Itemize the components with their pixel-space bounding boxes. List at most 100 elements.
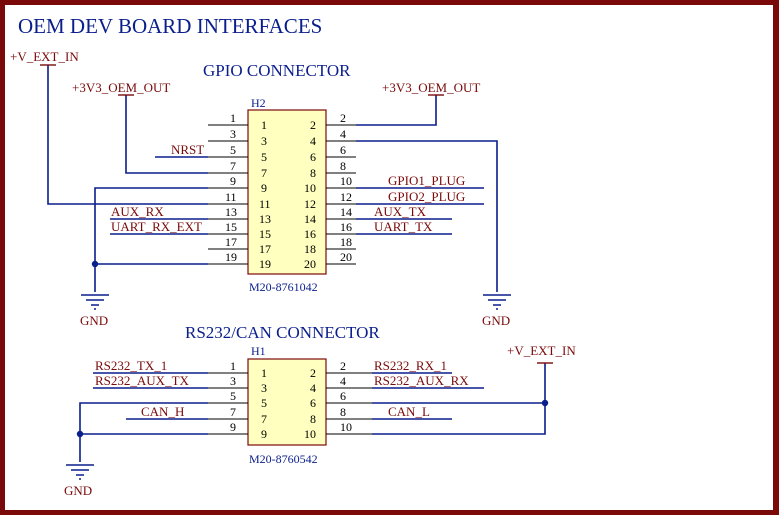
gpio-inner-pin-number: 15 xyxy=(259,227,271,241)
rs232-pin-number: 8 xyxy=(340,405,346,419)
gpio-pin-number: 8 xyxy=(340,159,346,173)
rs232-part-number: M20-8760542 xyxy=(249,452,318,466)
rs232-designator: H1 xyxy=(251,344,266,358)
rs232-inner-pin-number: 1 xyxy=(261,366,267,380)
net-label-gpio2-plug: GPIO2_PLUG xyxy=(388,189,465,204)
gpio-pin-number: 20 xyxy=(340,250,352,264)
wire-v-ext-in xyxy=(47,65,208,205)
rs232-outer-pin-numbers: 1 3 5 7 9 2 4 6 8 10 xyxy=(230,359,352,434)
gpio-pin-number: 1 xyxy=(230,111,236,125)
rs232-pin-number: 2 xyxy=(340,359,346,373)
rs232-inner-pin-number: 3 xyxy=(261,381,267,395)
gpio-inner-pin-number: 2 xyxy=(310,118,316,132)
gnd-symbol-rs232 xyxy=(66,464,94,480)
gpio-inner-pin-number: 12 xyxy=(304,197,316,211)
rs232-inner-pin-number: 7 xyxy=(261,412,267,426)
gpio-inner-pin-number: 20 xyxy=(304,257,316,271)
gpio-inner-pin-number: 18 xyxy=(304,242,316,256)
gpio-pin-number: 15 xyxy=(225,220,237,234)
net-label-aux-tx: AUX_TX xyxy=(374,204,427,219)
gpio-pin-number: 12 xyxy=(340,190,352,204)
junction-dot xyxy=(76,430,84,438)
gpio-inner-pin-number: 7 xyxy=(261,166,267,180)
gpio-inner-pin-numbers: 1 3 5 7 9 11 13 15 17 19 2 4 6 8 10 12 1… xyxy=(259,118,316,271)
net-label-gpio1-plug: GPIO1_PLUG xyxy=(388,173,465,188)
gpio-inner-pin-number: 17 xyxy=(259,242,271,256)
gpio-inner-pin-number: 8 xyxy=(310,166,316,180)
rs232-connector-title: RS232/CAN CONNECTOR xyxy=(185,323,380,342)
gpio-pin-number: 10 xyxy=(340,174,352,188)
junction-dot xyxy=(541,399,549,407)
rs232-right-pin-stubs xyxy=(326,372,372,435)
gpio-part-number: M20-8761042 xyxy=(249,280,318,294)
page-title: OEM DEV BOARD INTERFACES xyxy=(18,14,322,38)
rs232-inner-pin-number: 9 xyxy=(261,427,267,441)
gpio-inner-pin-number: 19 xyxy=(259,257,271,271)
power-label-v-ext-in: +V_EXT_IN xyxy=(10,49,79,64)
gpio-connector-title: GPIO CONNECTOR xyxy=(203,61,351,80)
gpio-inner-pin-number: 11 xyxy=(259,197,271,211)
rs232-connector: H1 M20-8760542 1 3 5 7 9 2 4 6 8 10 xyxy=(64,343,576,498)
net-label-rs232-aux-rx: RS232_AUX_RX xyxy=(374,373,469,388)
gpio-inner-pin-number: 13 xyxy=(259,212,271,226)
net-label-nrst: NRST xyxy=(171,142,204,157)
wire-gnd-right xyxy=(356,140,498,292)
power-label-3v3-left: +3V3_OEM_OUT xyxy=(72,80,170,95)
gpio-pin-number: 16 xyxy=(340,220,352,234)
rs232-pin-number: 6 xyxy=(340,389,346,403)
rs232-inner-pin-number: 8 xyxy=(310,412,316,426)
wire-gnd-left xyxy=(94,187,208,292)
gpio-pin-number: 2 xyxy=(340,111,346,125)
gpio-connector: H2 M20-8761042 xyxy=(10,49,511,328)
gpio-inner-pin-number: 14 xyxy=(304,212,316,226)
net-label-uart-rx-ext: UART_RX_EXT xyxy=(111,219,202,234)
gpio-pin-number: 18 xyxy=(340,235,352,249)
gpio-pin-number: 9 xyxy=(230,174,236,188)
gpio-inner-pin-number: 1 xyxy=(261,118,267,132)
gpio-wires xyxy=(47,65,498,292)
net-label-can-l: CAN_L xyxy=(388,404,430,419)
rs232-pin-number: 3 xyxy=(230,374,236,388)
rs232-pin-number: 1 xyxy=(230,359,236,373)
rs232-connector-body xyxy=(247,358,327,446)
rs232-pin-number: 10 xyxy=(340,420,352,434)
rs232-left-pin-stubs xyxy=(208,372,248,435)
rs232-inner-pin-number: 2 xyxy=(310,366,316,380)
rs232-pin-number: 5 xyxy=(230,389,236,403)
gpio-pin-number: 11 xyxy=(225,190,237,204)
gnd-symbol-left xyxy=(81,294,109,310)
rs232-pin-number: 4 xyxy=(340,374,346,388)
gpio-pin-number: 6 xyxy=(340,143,346,157)
gpio-right-pin-stubs xyxy=(326,124,356,265)
net-label-rs232-tx-1: RS232_TX_1 xyxy=(95,358,167,373)
gpio-inner-pin-number: 16 xyxy=(304,227,316,241)
gnd-label-rs232: GND xyxy=(64,483,92,498)
gnd-label-right: GND xyxy=(482,313,510,328)
net-label-rs232-aux-tx: RS232_AUX_TX xyxy=(95,373,190,388)
gpio-pin-number: 19 xyxy=(225,250,237,264)
power-label-3v3-right: +3V3_OEM_OUT xyxy=(382,80,480,95)
gpio-inner-pin-number: 5 xyxy=(261,150,267,164)
power-label-v-ext-in-rs232: +V_EXT_IN xyxy=(507,343,576,358)
gpio-inner-pin-number: 9 xyxy=(261,181,267,195)
gpio-inner-pin-number: 6 xyxy=(310,150,316,164)
wire-gnd-pin5 xyxy=(79,402,208,462)
gpio-pin-number: 17 xyxy=(225,235,237,249)
gpio-inner-pin-number: 10 xyxy=(304,181,316,195)
rs232-inner-pin-number: 6 xyxy=(310,396,316,410)
gpio-pin-number: 13 xyxy=(225,205,237,219)
rs232-inner-pin-number: 4 xyxy=(310,381,316,395)
gpio-inner-pin-number: 3 xyxy=(261,134,267,148)
gpio-pin-number: 4 xyxy=(340,127,346,141)
net-label-rs232-rx-1: RS232_RX_1 xyxy=(374,358,447,373)
rs232-pin-number: 9 xyxy=(230,420,236,434)
gpio-inner-pin-number: 4 xyxy=(310,134,316,148)
rs232-pin-number: 7 xyxy=(230,405,236,419)
gpio-outer-pin-numbers: 1 3 5 7 9 11 13 15 17 19 2 4 6 8 10 12 1… xyxy=(225,111,352,264)
rs232-inner-pin-number: 10 xyxy=(304,427,316,441)
wire-3v3-left xyxy=(125,95,208,174)
gpio-pin-number: 3 xyxy=(230,127,236,141)
rs232-inner-pin-numbers: 1 3 5 7 9 2 4 6 8 10 xyxy=(261,366,316,441)
wire-v-ext-in-pin10 xyxy=(372,403,546,435)
